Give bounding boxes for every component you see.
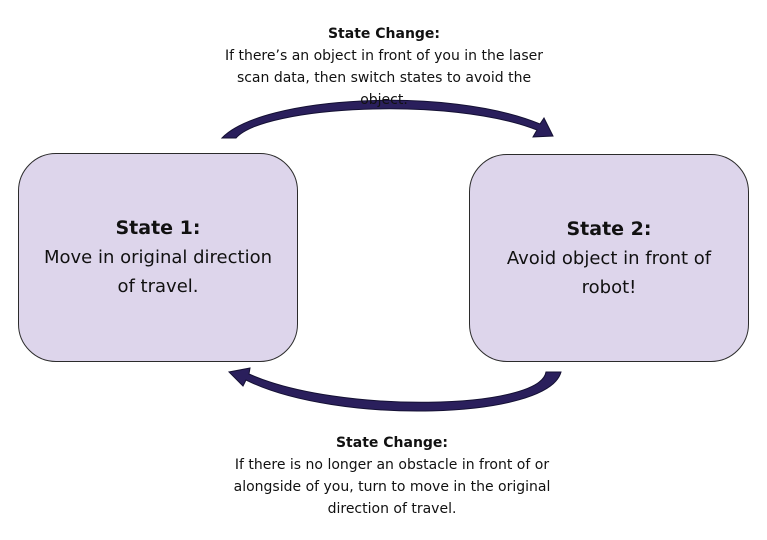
state-1-box: State 1: Move in original direction of t… (18, 153, 298, 362)
transition-top-title: State Change: (327, 26, 441, 42)
transition-bottom-description: If there is no longer an obstacle in fro… (233, 457, 551, 517)
transition-bottom-title: State Change: (335, 435, 449, 451)
transition-arrow-bottom (227, 367, 562, 412)
state-1-description: Move in original direction of travel. (43, 247, 272, 297)
state-2-box: State 2: Avoid object in front of robot! (469, 154, 749, 362)
transition-top-description: If there’s an object in front of you in … (224, 48, 544, 108)
transition-label-bottom: State Change: If there is no longer an o… (222, 432, 562, 520)
state-2-description: Avoid object in front of robot! (506, 247, 712, 298)
state-1-title: State 1: (115, 217, 201, 239)
state-2-title: State 2: (566, 217, 652, 240)
transition-label-top: State Change: If there’s an object in fr… (214, 23, 554, 111)
transition-arrow-top (220, 99, 554, 139)
